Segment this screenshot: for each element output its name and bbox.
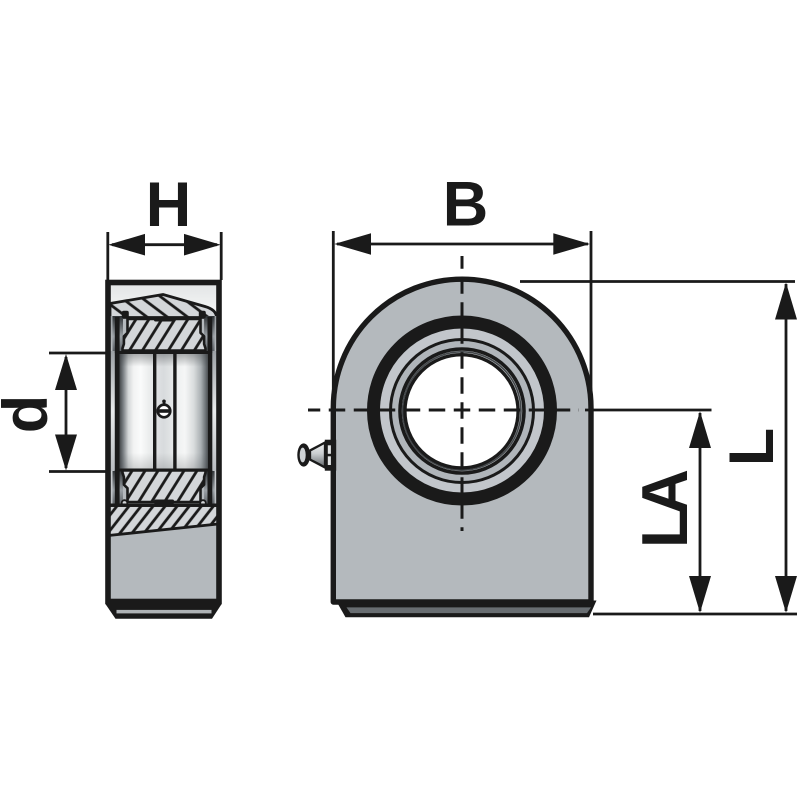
svg-text:L: L [717, 428, 787, 466]
svg-text:d: d [0, 395, 61, 433]
svg-text:LA: LA [629, 471, 701, 548]
svg-text:H: H [146, 170, 192, 240]
svg-text:B: B [443, 170, 489, 240]
